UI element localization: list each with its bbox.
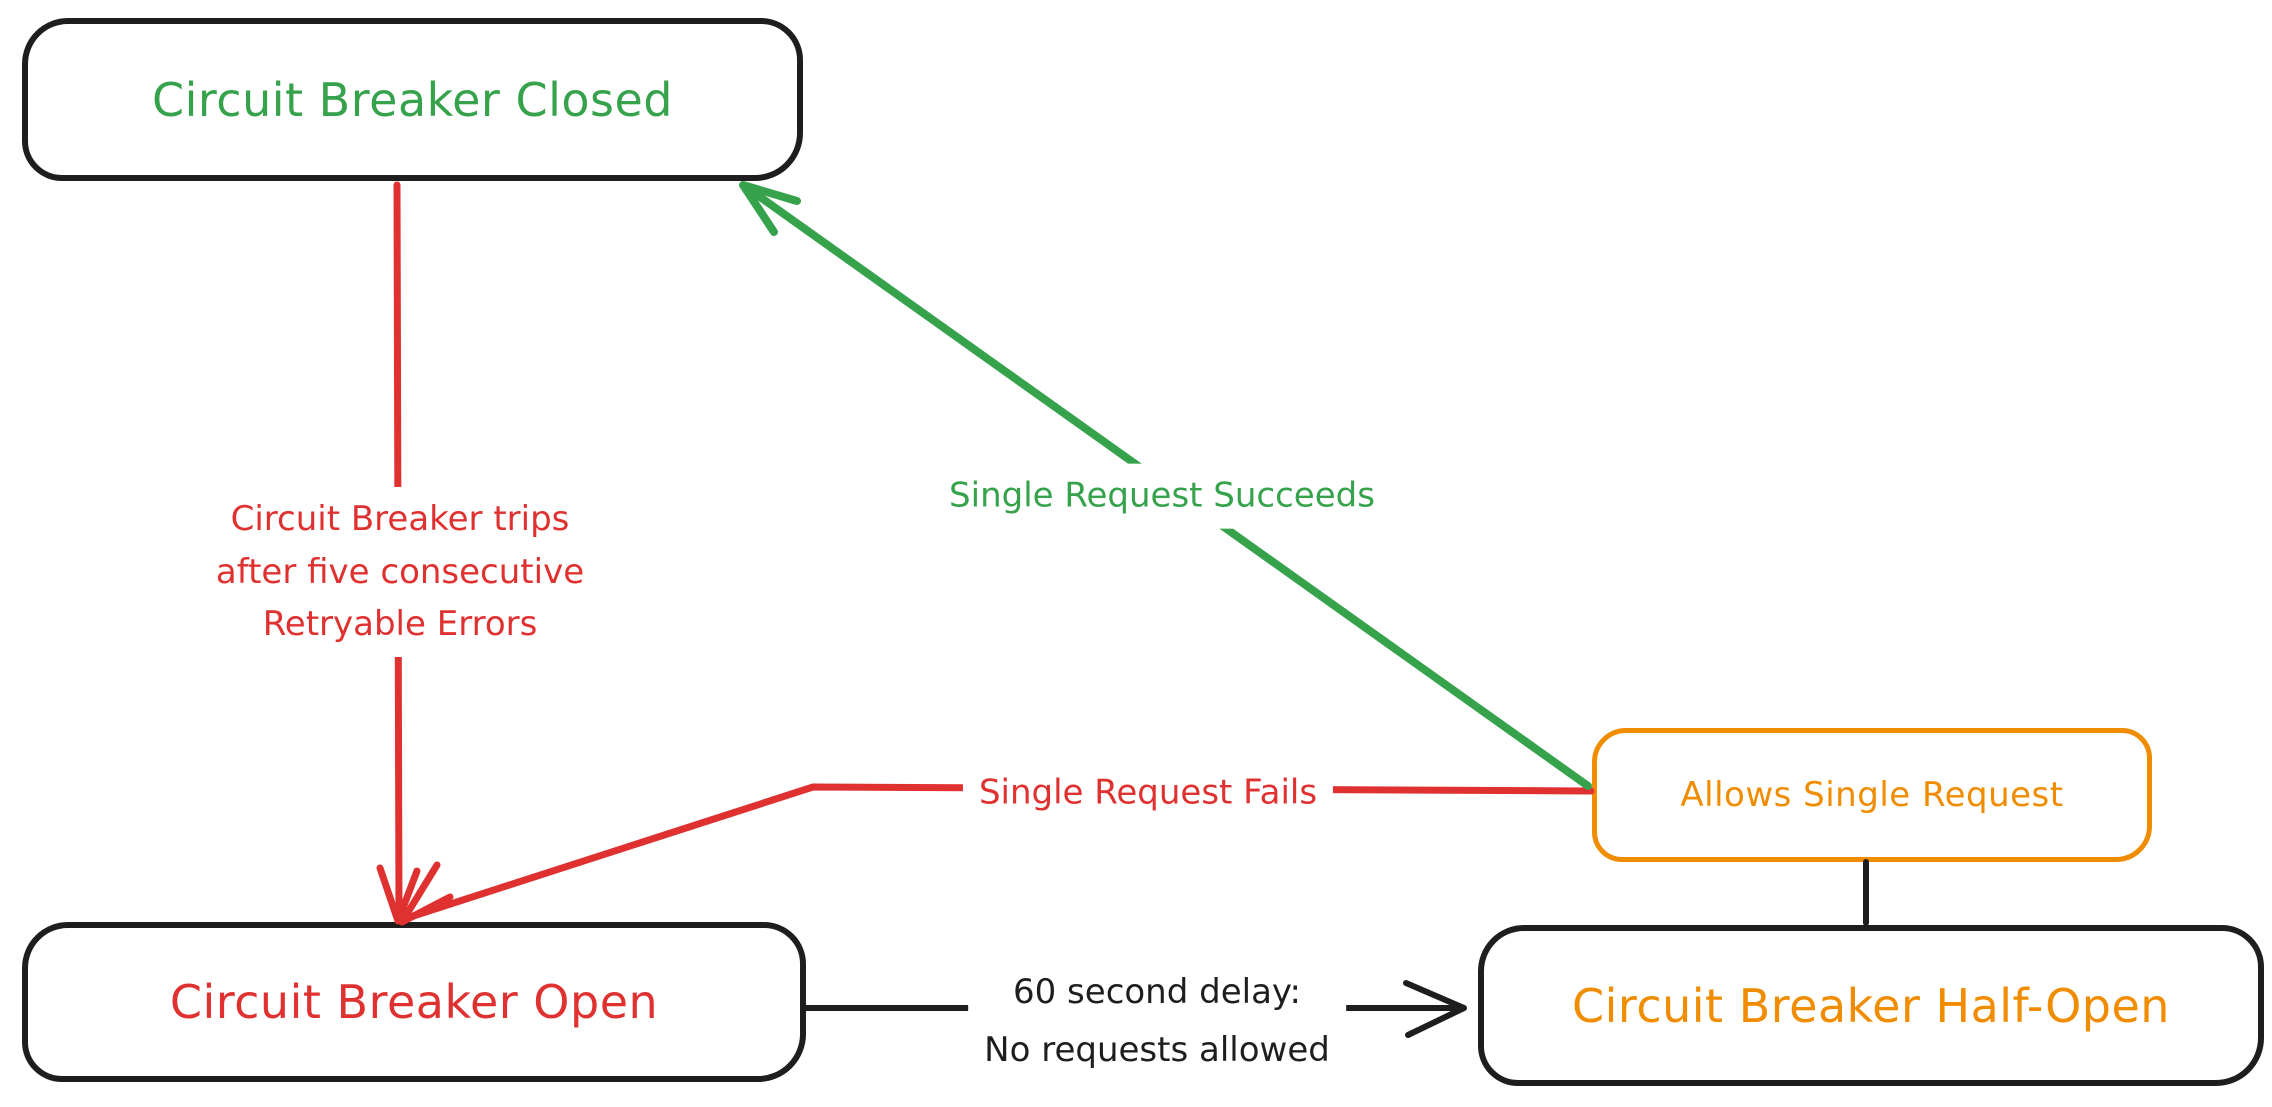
node-allows-single-request-label: Allows Single Request [1680,775,2064,815]
edge-label-trip-line1: Circuit Breaker trips [230,498,570,539]
node-circuit-breaker-half-open[interactable]: Circuit Breaker Half-Open [1478,925,2264,1086]
edge-delay-arrowhead [1403,980,1467,1038]
node-allows-single-request[interactable]: Allows Single Request [1592,728,2152,862]
edge-label-trip-line3: Retryable Errors [262,604,538,645]
node-circuit-breaker-open[interactable]: Circuit Breaker Open [22,922,806,1082]
node-circuit-breaker-closed[interactable]: Circuit Breaker Closed [22,18,803,181]
node-circuit-breaker-closed-label: Circuit Breaker Closed [152,72,673,127]
edge-label-delay-line1: 60 second delay: [1012,972,1302,1013]
edge-label-delay[interactable]: 60 second delay: No requests allowed [968,958,1346,1086]
edge-label-trip-line2: after five consecutive [215,551,585,592]
edge-label-delay-line2: No requests allowed [984,1030,1330,1070]
edge-single-request-fails-arrowhead [398,861,454,926]
edge-label-single-request-succeeds[interactable]: Single Request Succeeds [933,463,1391,529]
node-circuit-breaker-open-label: Circuit Breaker Open [169,975,659,1029]
edge-label-single-request-fails[interactable]: Single Request Fails [962,760,1334,826]
edge-trip-arrowhead [376,864,421,925]
node-circuit-breaker-half-open-label: Circuit Breaker Half-Open [1572,978,2170,1033]
edge-label-trip[interactable]: Circuit Breaker trips after five consecu… [199,486,601,658]
edge-single-request-succeeds-arrowhead [739,181,801,236]
